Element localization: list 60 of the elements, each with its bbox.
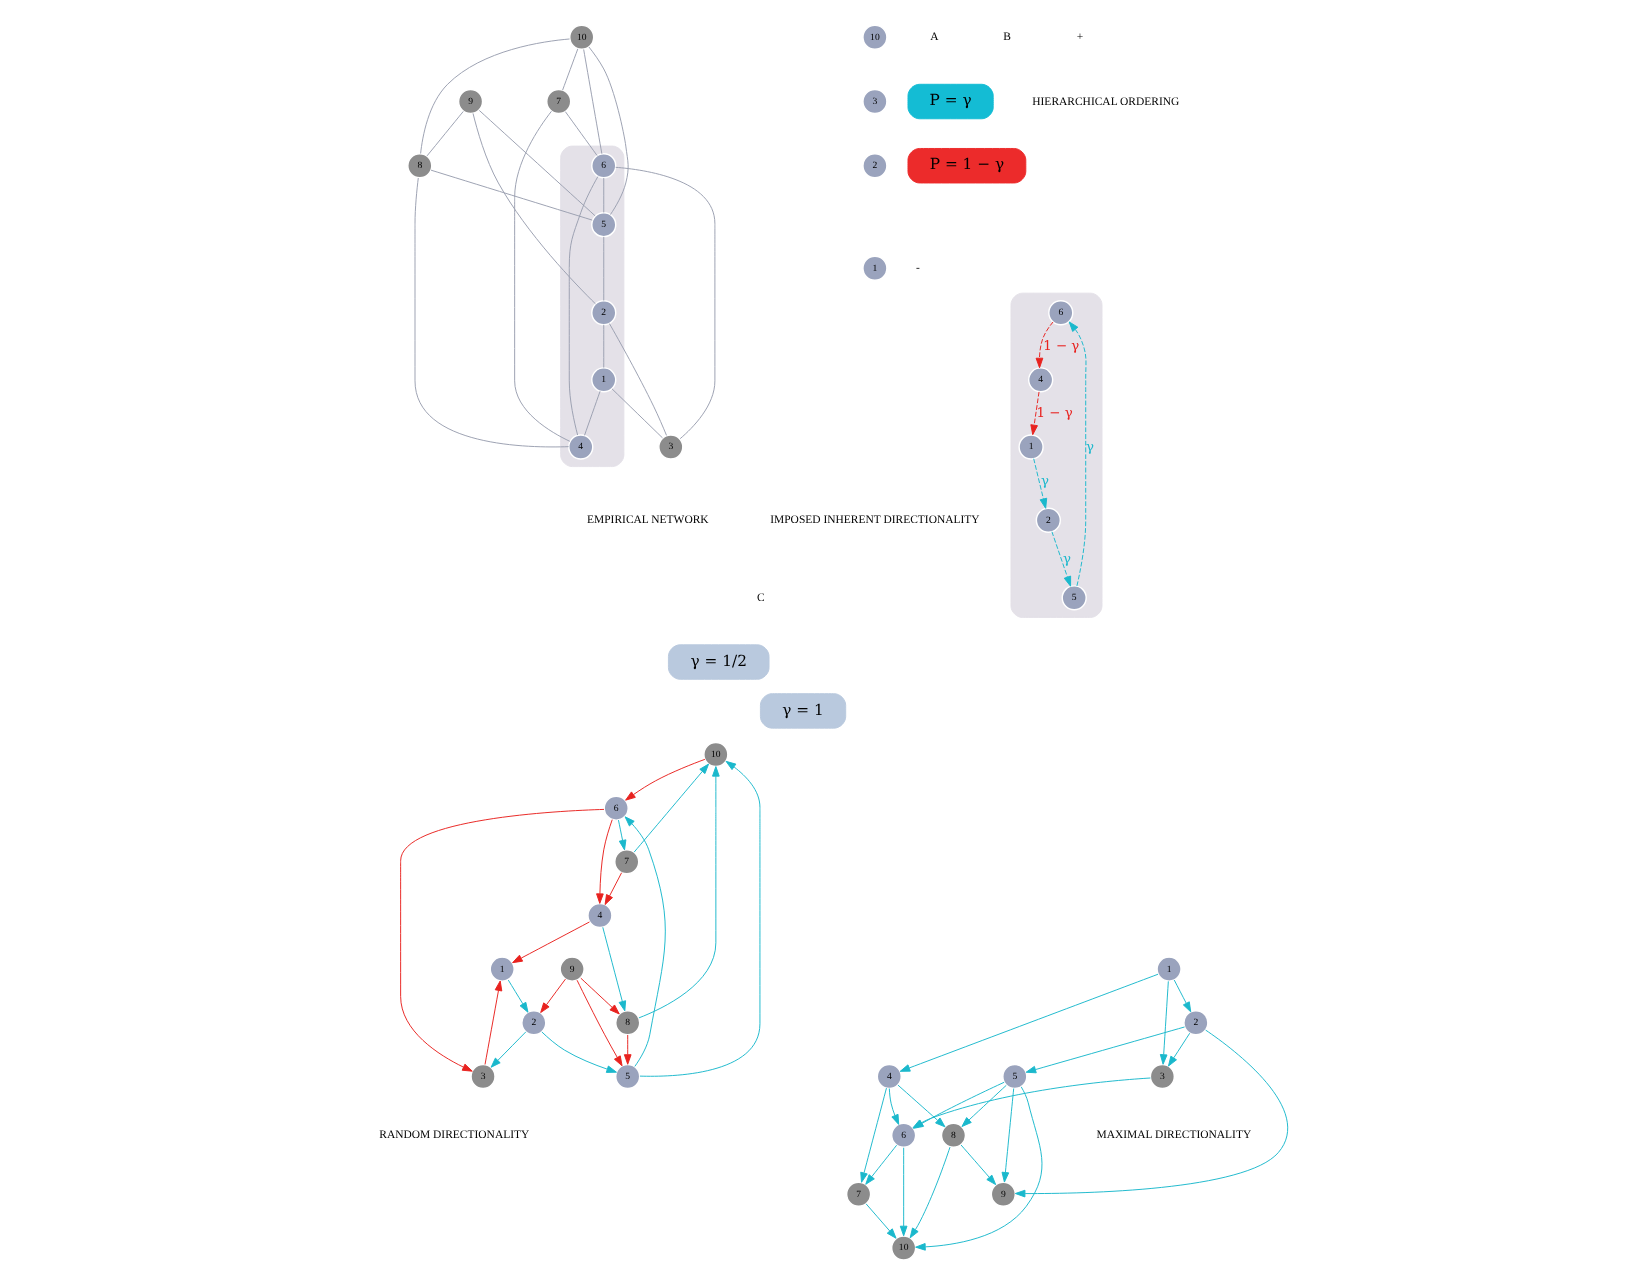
- arrow: [604, 872, 623, 906]
- connector: [611, 388, 663, 439]
- arrow: [909, 1146, 951, 1239]
- cluster: [560, 145, 625, 468]
- arrow: [1068, 321, 1087, 587]
- arrow: [540, 978, 566, 1014]
- connector: [430, 169, 593, 221]
- connector: [414, 177, 570, 448]
- connector: [588, 46, 629, 215]
- arrow: [623, 1034, 632, 1065]
- arrow: [625, 758, 706, 801]
- connector: [608, 323, 667, 436]
- connector: [568, 176, 599, 436]
- connector: [615, 166, 716, 440]
- connector: [603, 324, 605, 369]
- arrow: [961, 1084, 1007, 1127]
- connector: [583, 49, 603, 155]
- cluster: [1010, 292, 1103, 618]
- connector: [603, 177, 605, 213]
- arrow: [865, 1144, 898, 1185]
- connector: [420, 38, 570, 154]
- arrow: [1033, 458, 1048, 509]
- arrow: [617, 819, 627, 851]
- connector: [562, 48, 579, 91]
- arrow: [1173, 979, 1192, 1013]
- connector: [603, 236, 605, 302]
- arrow: [639, 760, 761, 1077]
- arrow: [1159, 980, 1169, 1065]
- arrow: [899, 1147, 908, 1237]
- arrow: [888, 1088, 900, 1125]
- arrow: [596, 819, 613, 904]
- connector: [426, 110, 464, 157]
- arrow: [400, 808, 605, 1072]
- arrow: [633, 763, 710, 853]
- connector: [478, 109, 596, 217]
- arrow: [960, 1144, 997, 1186]
- arrow: [512, 921, 590, 964]
- arrow: [1051, 531, 1072, 587]
- arrow: [541, 1031, 617, 1073]
- arrow: [1035, 321, 1054, 369]
- arrow: [1168, 1032, 1191, 1067]
- arrow: [484, 980, 503, 1065]
- arrow: [602, 926, 627, 1012]
- arrow: [1001, 1088, 1015, 1183]
- connector: [514, 110, 571, 442]
- arrow: [490, 1031, 527, 1068]
- arrow: [1014, 1029, 1289, 1198]
- arrow: [624, 816, 666, 1067]
- connector: [564, 111, 598, 156]
- arrow: [580, 977, 620, 1015]
- connector: [472, 112, 596, 305]
- arrow: [865, 1203, 897, 1239]
- connector: [584, 390, 601, 436]
- arrow: [899, 973, 1159, 1072]
- arrow: [860, 1087, 887, 1183]
- arrow: [1030, 391, 1040, 436]
- arrow: [507, 979, 529, 1013]
- arrow: [576, 979, 623, 1067]
- arrow: [1025, 1026, 1186, 1074]
- arrow: [638, 766, 720, 1019]
